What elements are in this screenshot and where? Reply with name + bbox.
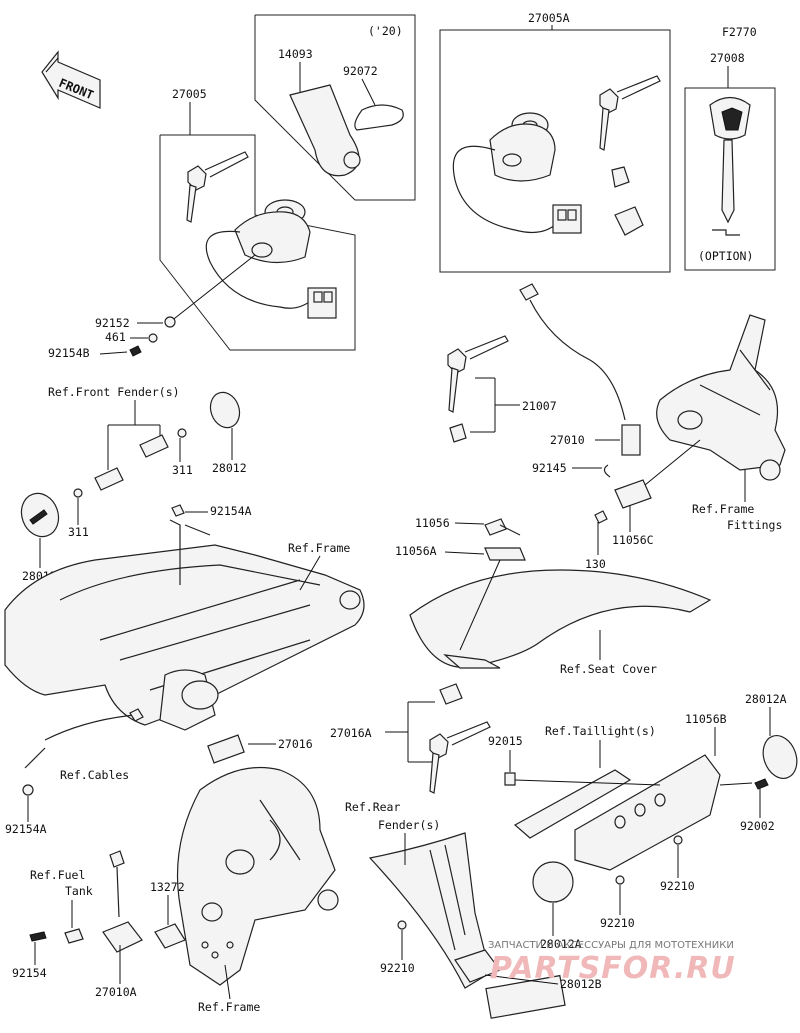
ref-frame-2: Ref.Frame: [198, 1000, 260, 1014]
callout-92210-a: 92210: [660, 879, 695, 893]
ignition-switch-set-27005: [159, 134, 356, 351]
ref-rear-fender-2: Fender(s): [378, 818, 440, 832]
callout-28012A-bottom: 28012A: [540, 937, 582, 951]
callout-130: 130: [585, 557, 606, 571]
ref-frame-1: Ref.Frame: [288, 541, 350, 555]
rear-fender: [368, 832, 566, 1019]
callout-92072: 92072: [343, 64, 378, 78]
screws-group-left: [129, 316, 176, 357]
callout-311-a: 311: [172, 463, 193, 477]
callout-92154B: 92154B: [48, 346, 90, 360]
callout-92015: 92015: [488, 734, 523, 748]
ref-rear-fender-1: Ref.Rear: [345, 800, 400, 814]
reflector-stud-upper: [139, 391, 241, 458]
callout-14093: 14093: [278, 47, 313, 61]
frame-assembly: [4, 504, 365, 764]
callout-11056: 11056: [415, 516, 450, 530]
ref-front-fender: Ref.Front Fender(s): [48, 385, 180, 399]
watermark-line-1: ЗАПЧАСТИ И АКСЕССУАРЫ ДЛЯ МОТОТЕХНИКИ: [488, 940, 734, 951]
callout-11056A: 11056A: [395, 544, 437, 558]
callout-28012A-top: 28012A: [745, 692, 787, 706]
callout-27010: 27010: [550, 433, 585, 447]
callout-27010A: 27010A: [95, 985, 137, 999]
blank-key-27008: F2770 27008 (OPTION): [684, 25, 776, 271]
switch-27010: [519, 283, 652, 524]
callout-11056C: 11056C: [612, 533, 654, 547]
lower-frame-section: [176, 766, 339, 986]
callout-92210-c: 92210: [380, 961, 415, 975]
ref-seat-cover: Ref.Seat Cover: [560, 662, 657, 676]
callout-F2770: F2770: [722, 25, 757, 39]
ignition-switch-set-27005a: [439, 29, 671, 273]
key-set-21007: [447, 335, 509, 443]
callout-92145: 92145: [532, 461, 567, 475]
seat-cover: [409, 518, 712, 669]
ref-fuel-tank-2: Tank: [65, 884, 93, 898]
watermark-logo: PARTSFOR.RU: [490, 951, 736, 986]
frame-fittings: [656, 314, 786, 481]
cables: [22, 708, 144, 796]
ref-taillight: Ref.Taillight(s): [545, 724, 656, 738]
callout-92154: 92154: [12, 966, 47, 980]
callout-92152: 92152: [95, 316, 130, 330]
callout-28012-a: 28012: [212, 461, 247, 475]
callout-27008: 27008: [710, 51, 745, 65]
callout-311-b: 311: [68, 525, 89, 539]
callout-27005A: 27005A: [528, 11, 570, 25]
callout-461: 461: [105, 330, 126, 344]
callout-2020: ('20): [368, 24, 403, 38]
callout-27016A: 27016A: [330, 726, 372, 740]
seat-lock-27016A: [429, 683, 491, 794]
option-label: (OPTION): [698, 249, 753, 263]
taillight-bracket: [504, 735, 798, 903]
ref-frame-fittings-2: Fittings: [727, 518, 782, 532]
callout-13272: 13272: [150, 880, 185, 894]
callout-27016: 27016: [278, 737, 313, 751]
ref-cables: Ref.Cables: [60, 768, 129, 782]
callout-92154A-top: 92154A: [210, 504, 252, 518]
callout-28012B: 28012B: [560, 977, 602, 991]
fuel-level-sensor-27010A: [29, 850, 186, 953]
front-arrow-icon: FRONT: [41, 50, 101, 109]
callout-92210-b: 92210: [600, 916, 635, 930]
callout-11056B: 11056B: [685, 712, 727, 726]
ref-frame-fittings-1: Ref.Frame: [692, 502, 754, 516]
ref-fuel-tank-1: Ref.Fuel: [30, 868, 85, 882]
callout-92154A-bottom: 92154A: [5, 822, 47, 836]
reflector-stud-lower: [20, 467, 124, 538]
callout-27005: 27005: [172, 87, 207, 101]
callout-92002: 92002: [740, 819, 775, 833]
bracket-set-2020: [254, 14, 416, 201]
callout-21007: 21007: [522, 399, 557, 413]
